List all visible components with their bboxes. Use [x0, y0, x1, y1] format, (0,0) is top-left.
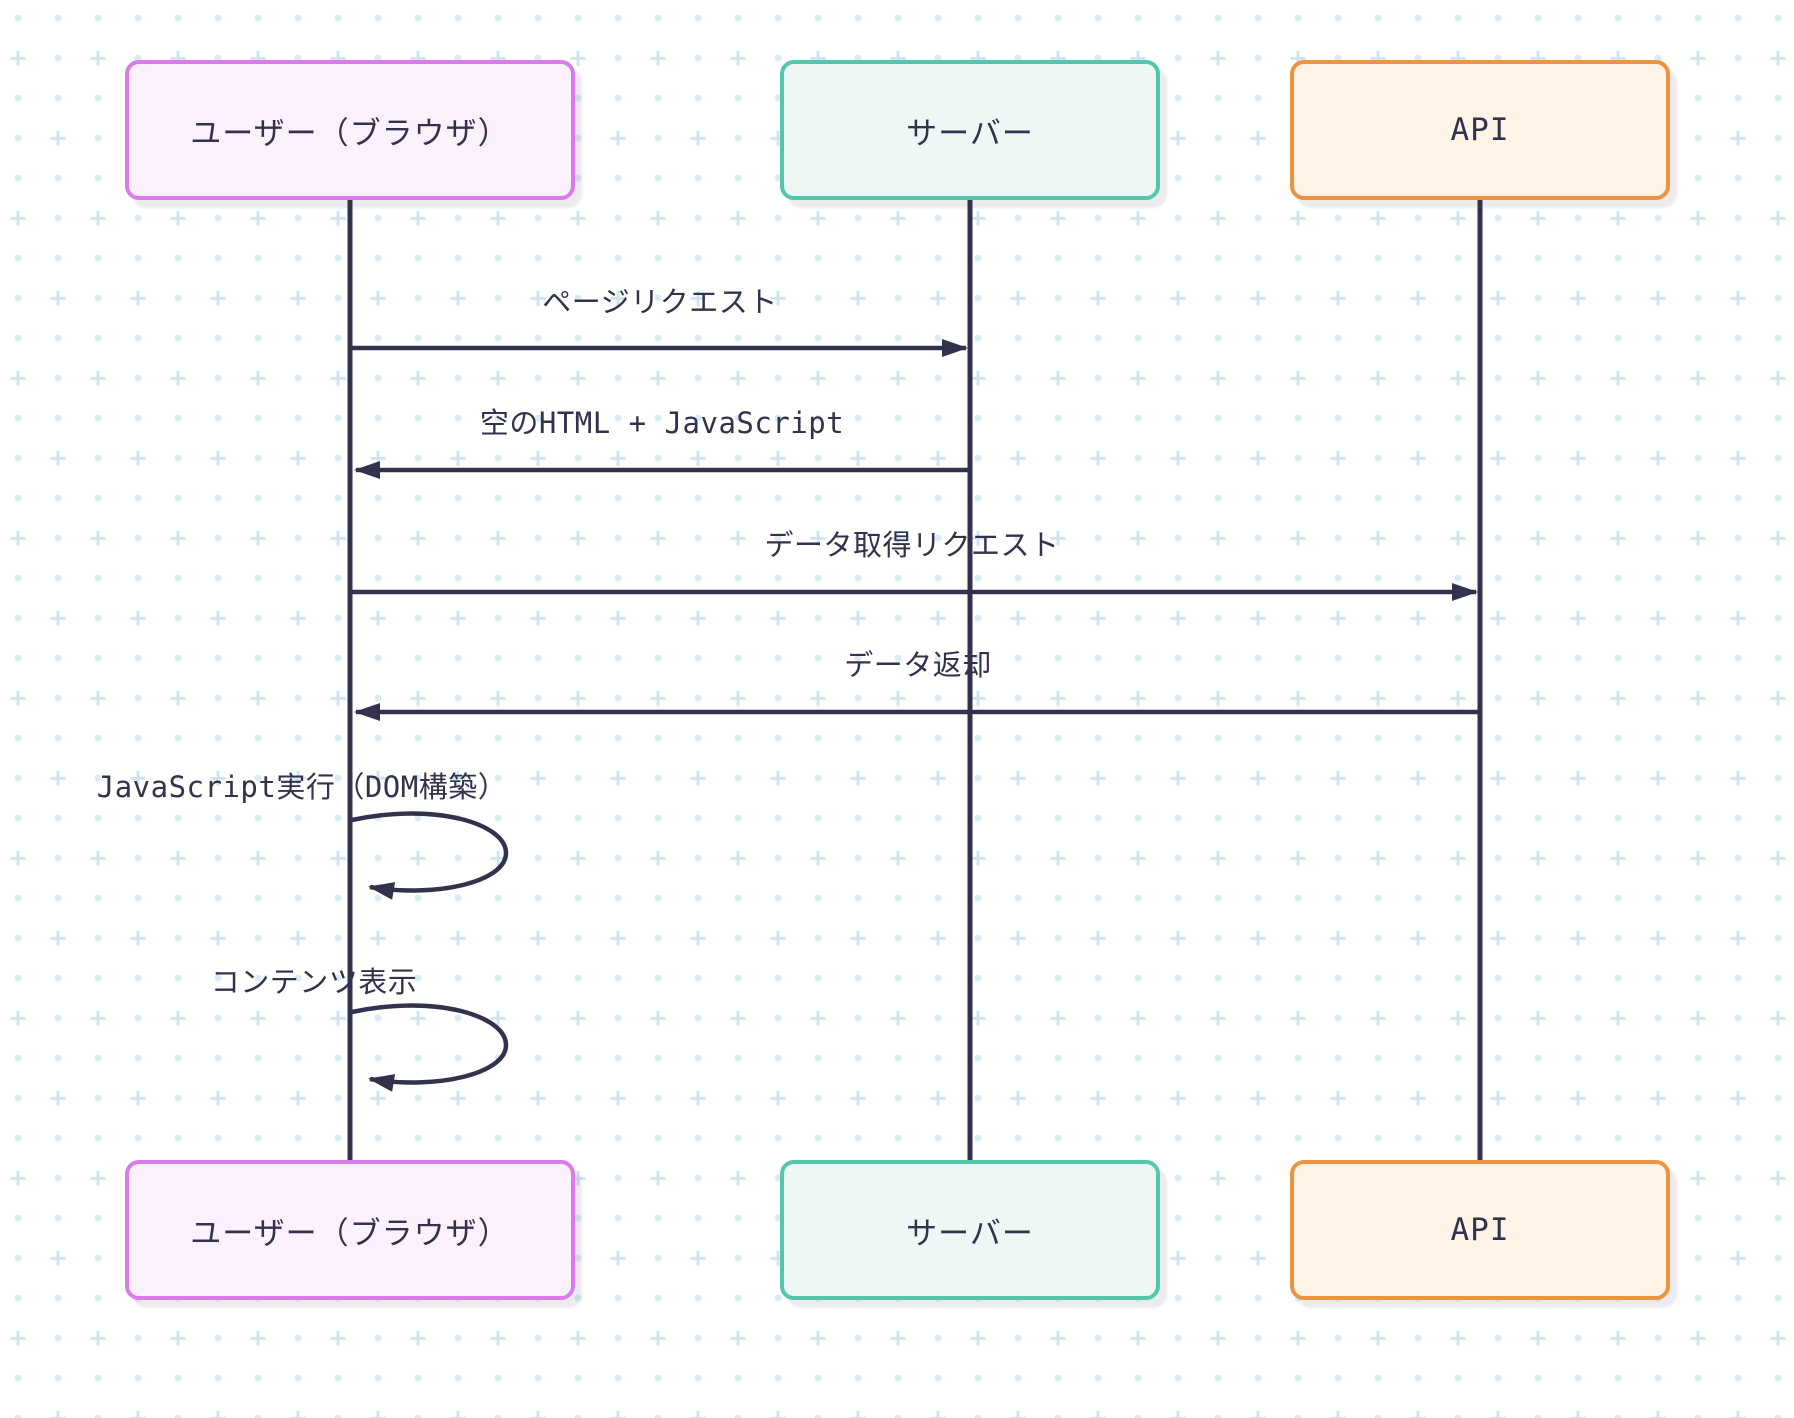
- actor-user-label: ユーザー（ブラウザ）: [190, 1215, 510, 1252]
- actor-api-label: API: [1450, 1212, 1510, 1248]
- actor-server-label: サーバー: [906, 1215, 1034, 1252]
- message-2-label: 空のHTML + JavaScript: [479, 406, 845, 440]
- actor-server-bottom: サーバー: [780, 1160, 1160, 1300]
- message-5-label: JavaScript実行（DOM構築）: [96, 770, 508, 804]
- actor-api-label: API: [1450, 112, 1510, 148]
- actor-server-top: サーバー: [780, 60, 1160, 200]
- message-4-label: データ返却: [844, 648, 992, 682]
- message-6-label: コンテンツ表示: [210, 965, 418, 999]
- self-loop-2-arrow: [351, 1003, 509, 1092]
- actor-user-bottom: ユーザー（ブラウザ）: [125, 1160, 575, 1300]
- actor-api-top: API: [1290, 60, 1670, 200]
- actor-user-top: ユーザー（ブラウザ）: [125, 60, 575, 200]
- actor-server-label: サーバー: [906, 115, 1034, 152]
- self-loop-1-arrow: [351, 811, 509, 900]
- message-1-label: ページリクエスト: [542, 285, 778, 319]
- actor-api-bottom: API: [1290, 1160, 1670, 1300]
- message-3-label: データ取得リクエスト: [764, 528, 1060, 562]
- actor-user-label: ユーザー（ブラウザ）: [190, 115, 510, 152]
